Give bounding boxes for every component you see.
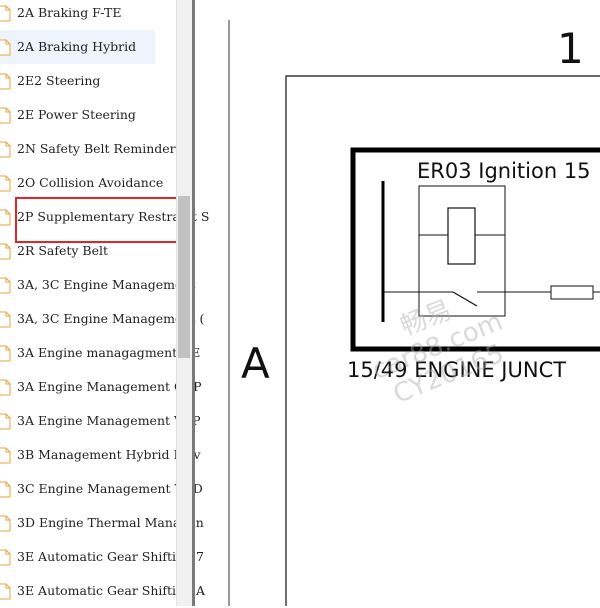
tree-item-label: 2P Supplementary Restraint S [17,209,210,224]
tree-item-label: 2A Braking F-TE [17,5,122,20]
tree-item-label: 3A Engine managagment GE [17,345,201,360]
tree-item[interactable]: 2A Braking Hybrid [0,30,155,64]
tree-item[interactable]: 2N Safety Belt Reminder [0,132,176,166]
document-icon [0,481,11,498]
component-label: ER03 Ignition 15 [417,159,591,183]
file-tree-panel: 2A Braking F-TE 2A Braking Hybrid 2E2 Stee… [0,0,209,608]
document-icon [0,311,11,328]
document-icon [0,141,11,158]
tree-item[interactable]: 3E Automatic Gear Shifting A [0,574,205,608]
tree-item[interactable]: 2E2 Steering [0,64,176,98]
document-icon [0,447,11,464]
tree-item-label: 3A Engine Management GEP [17,379,202,394]
tree-item-label: 2A Braking Hybrid [17,39,137,54]
tree-item[interactable]: 2P Supplementary Restraint S [0,200,209,234]
document-icon [0,549,11,566]
junction-label: 15/49 ENGINE JUNCT [347,358,566,382]
document-icon [0,73,11,90]
tree-item[interactable]: 3A Engine Management GEP [0,370,202,404]
tree-item-label: 2R Safety Belt [17,243,109,258]
document-icon [0,175,11,192]
column-label: 1 [557,24,584,73]
tree-item[interactable]: 2R Safety Belt [0,234,176,268]
relay-outline [418,185,506,317]
tree-item-label: 3D Engine Thermal Managen [17,515,204,530]
relay-switch-contact [452,291,478,307]
document-icon [0,5,11,22]
document-icon [0,209,11,226]
tree-item-label: 3A, 3C Engine Management ( [17,311,205,326]
diagram-frame [285,75,600,606]
tree-item-label: 3E Automatic Gear Shifting 7 [17,549,204,564]
sidebar-scroll-thumb[interactable] [178,196,190,358]
selection-highlight-box [15,197,180,243]
tree-item-label: 2E2 Steering [17,73,101,88]
tree-item-label: 3C Engine Management VED [17,481,203,496]
tree-item[interactable]: 3A, 3C Engine Management ( [0,302,204,336]
document-icon [0,515,11,532]
document-icon [0,345,11,362]
relay-coil [447,207,476,265]
fuse [550,285,594,300]
tree-item[interactable]: 2A Braking F-TE [0,0,176,30]
tree-item-label: 3A, 3C Engine Management [17,277,196,292]
tree-item[interactable]: 3C Engine Management VED [0,472,203,506]
panel-splitter[interactable] [192,0,195,606]
tree-item-label: 2E Power Steering [17,107,136,122]
document-icon [0,583,11,600]
tree-item[interactable]: 3D Engine Thermal Managen [0,506,204,540]
document-icon [0,413,11,430]
tree-item[interactable]: 3A Engine Management VEP [0,404,201,438]
wiring-diagram: 1 A ER03 Ignition 15 15/49 ENGINE JUNCT [228,20,600,606]
tree-item-label: 2N Safety Belt Reminder [17,141,176,156]
tree-item[interactable]: 3A, 3C Engine Management [0,268,196,302]
tree-item-label: 3A Engine Management VEP [17,413,201,428]
component-box [350,147,600,352]
tree-item-label: 3B Management Hybrid Driv [17,447,201,462]
tree-item[interactable]: 3E Automatic Gear Shifting 7 [0,540,204,574]
document-icon [0,379,11,396]
tree-item-label: 2O Collision Avoidance [17,175,164,190]
tree-item[interactable]: 2O Collision Avoidance [0,166,176,200]
tree-item[interactable]: 3A Engine managagment GE [0,336,200,370]
document-icon [0,107,11,124]
tree-item[interactable]: 2E Power Steering [0,98,176,132]
document-icon [0,39,11,56]
wiring-diagram-view[interactable]: 1 A ER03 Ignition 15 15/49 ENGINE JUNCT [195,0,600,606]
document-icon [0,243,11,260]
document-icon [0,277,11,294]
tree-item-label: 3E Automatic Gear Shifting A [17,583,206,598]
row-label: A [241,339,270,388]
tree-item[interactable]: 3B Management Hybrid Driv [0,438,201,472]
